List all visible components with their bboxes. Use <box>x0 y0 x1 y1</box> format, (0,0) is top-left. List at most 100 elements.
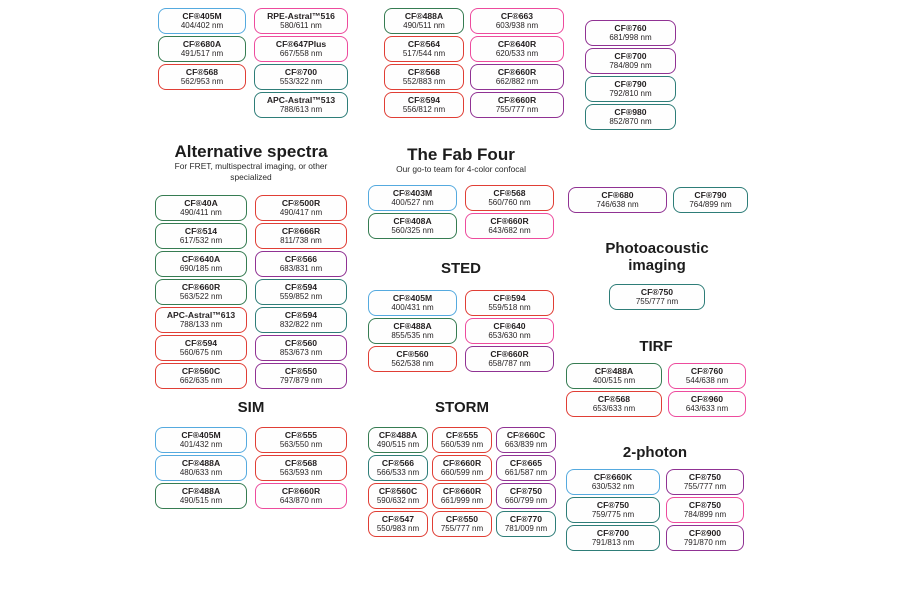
dye-name: CF®594 <box>407 95 441 106</box>
dye-name: CF®555 <box>284 430 318 441</box>
dye-excitation-emission: 559/518 nm <box>488 303 531 313</box>
dye-excitation-emission: 563/550 nm <box>279 440 323 450</box>
dye-name: CF®660R <box>490 216 529 227</box>
dye-excitation-emission: 580/611 nm <box>280 21 322 31</box>
dye-name: CF®568 <box>185 67 219 78</box>
dye-excitation-emission: 562/953 nm <box>180 77 224 87</box>
dye-name: CF®640A <box>181 254 221 265</box>
dye-excitation-emission: 788/133 nm <box>179 320 223 330</box>
dye-name: CF®660C <box>506 430 546 441</box>
dye-name: CF®750 <box>688 500 722 511</box>
dye-excitation-emission: 490/417 nm <box>279 208 323 218</box>
storm-title: STORM <box>435 399 489 416</box>
dye-name: CF®790 <box>694 190 727 201</box>
dye-name: CF®488A <box>404 11 444 22</box>
dye-name: CF®594 <box>284 310 318 321</box>
dye-excitation-emission: 788/613 nm <box>279 105 323 115</box>
dye-excitation-emission: 400/515 nm <box>592 376 636 386</box>
dye-excitation-emission: 563/522 nm <box>179 292 223 302</box>
dye-excitation-emission: 643/870 nm <box>279 496 323 506</box>
dye-excitation-emission: 755/777 nm <box>495 105 539 115</box>
dye-excitation-emission: 560/675 nm <box>179 348 223 358</box>
dye-excitation-emission: 811/738 nm <box>280 236 322 246</box>
dye-excitation-emission: 401/432 nm <box>179 440 223 450</box>
dye-excitation-emission: 562/538 nm <box>391 359 434 369</box>
dye-name: CF®408A <box>393 216 432 227</box>
dye-name: CF®488A <box>393 321 432 332</box>
dye-excitation-emission: 781/009 nm <box>504 524 548 534</box>
dye-name: CF®500R <box>281 198 321 209</box>
dye-excitation-emission: 559/852 nm <box>279 292 323 302</box>
dye-excitation-emission: 683/831 nm <box>279 264 323 274</box>
alternative-spectra-subtitle: For FRET, multispectral imaging, or othe… <box>174 161 328 182</box>
dye-excitation-emission: 630/532 nm <box>591 482 635 492</box>
dye-excitation-emission: 791/870 nm <box>683 538 727 548</box>
dye-excitation-emission: 853/673 nm <box>279 348 323 358</box>
dye-name: CF®750 <box>509 486 543 497</box>
dye-excitation-emission: 661/587 nm <box>504 468 548 478</box>
dye-excitation-emission: 797/879 nm <box>279 376 323 386</box>
dye-excitation-emission: 560/539 nm <box>440 440 484 450</box>
section-fab-four: The Fab Four Our go-to team for 4-color … <box>368 145 554 239</box>
dye-name: CF®660K <box>593 472 633 483</box>
dye-name: CF®700 <box>614 51 647 62</box>
dye-name: CF®550 <box>284 366 318 377</box>
dye-name: CF®660R <box>442 486 482 497</box>
dye-name: CF®750 <box>596 500 630 511</box>
dye-name: CF®640R <box>497 39 537 50</box>
photoacoustic-title-line2: imaging <box>628 257 686 274</box>
dye-excitation-emission: 764/899 nm <box>689 200 732 210</box>
dye-excitation-emission: 755/777 nm <box>683 482 727 492</box>
dye-name: CF®980 <box>614 107 647 118</box>
dye-name: CF®660R <box>442 458 482 469</box>
dye-name: RPE-Astral™516 <box>267 11 335 22</box>
dye-excitation-emission: 755/777 nm <box>635 297 679 307</box>
dye-excitation-emission: 658/787 nm <box>488 359 531 369</box>
dye-name: CF®405M <box>392 293 433 304</box>
dye-name: CF®760 <box>614 23 647 34</box>
dye-name: CF®660R <box>490 349 529 360</box>
dye-name: CF®555 <box>445 430 479 441</box>
dye-name: CF®660R <box>497 67 537 78</box>
